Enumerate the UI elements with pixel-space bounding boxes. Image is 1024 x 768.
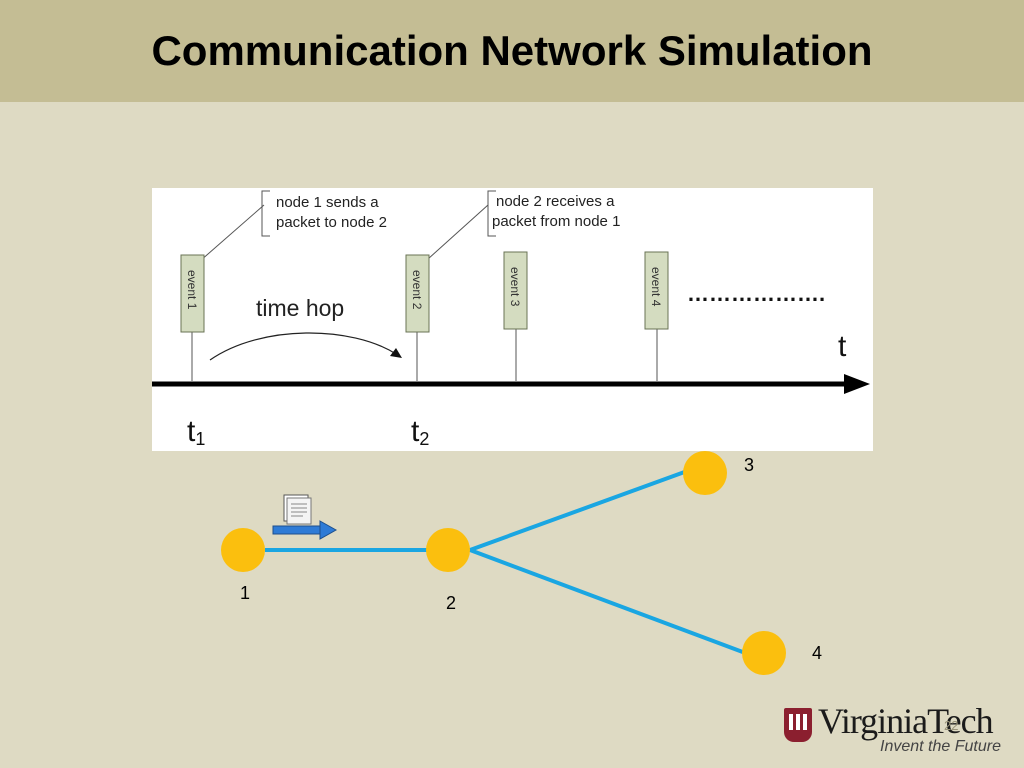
- event-4: event 4: [644, 251, 669, 330]
- node-4-label: 4: [812, 643, 823, 663]
- event-4-label: event 4: [649, 267, 663, 307]
- node-2-label: 2: [446, 593, 457, 613]
- event-3-label: event 3: [508, 267, 522, 307]
- axis-label: t: [838, 330, 847, 363]
- slide-title: Communication Network Simulation: [151, 27, 873, 74]
- title-bar: Communication Network Simulation: [0, 0, 1024, 102]
- tick-t1: t1: [187, 415, 205, 449]
- callout-1-line1: node 1 sends a: [276, 194, 379, 211]
- link-2-3: [469, 468, 691, 552]
- callout-2: node 2 receives a packet from node 1: [417, 190, 620, 269]
- time-hop-label: time hop: [256, 295, 344, 321]
- time-hop-arrow: [209, 332, 397, 361]
- slide-number: 22: [944, 718, 959, 733]
- node-1: [221, 528, 265, 572]
- callout-2-line1: node 2 receives a: [496, 193, 615, 210]
- event-3: event 3: [503, 251, 528, 330]
- more-events-ellipsis: ……………….: [687, 281, 825, 306]
- node-1-label: 1: [240, 583, 251, 603]
- event-1-label: event 1: [185, 270, 199, 310]
- node-3: [683, 451, 727, 495]
- logo-name: VirginiaTech: [818, 701, 994, 741]
- callout-2-line2: packet from node 1: [492, 213, 620, 230]
- university-logo: VirginiaTech Invent the Future: [784, 701, 1019, 762]
- event-1: event 1: [180, 254, 205, 333]
- logo-tagline: Invent the Future: [880, 738, 1001, 755]
- timeline-diagram: node 1 sends a packet to node 2 node 2 r…: [152, 188, 873, 451]
- event-2-label: event 2: [410, 270, 424, 310]
- event-2: event 2: [405, 254, 430, 333]
- network-diagram: 1 2 3 4: [0, 440, 1024, 700]
- document-icon: [283, 494, 312, 525]
- callout-1: node 1 sends a packet to node 2: [191, 190, 387, 269]
- node-4: [742, 631, 786, 675]
- node-3-label: 3: [744, 455, 755, 475]
- node-2: [426, 528, 470, 572]
- link-2-4: [469, 548, 749, 656]
- tick-t2: t2: [411, 415, 429, 449]
- shield-icon: [784, 708, 812, 742]
- arrow-right-icon: [272, 520, 338, 540]
- callout-1-line2: packet to node 2: [276, 214, 387, 231]
